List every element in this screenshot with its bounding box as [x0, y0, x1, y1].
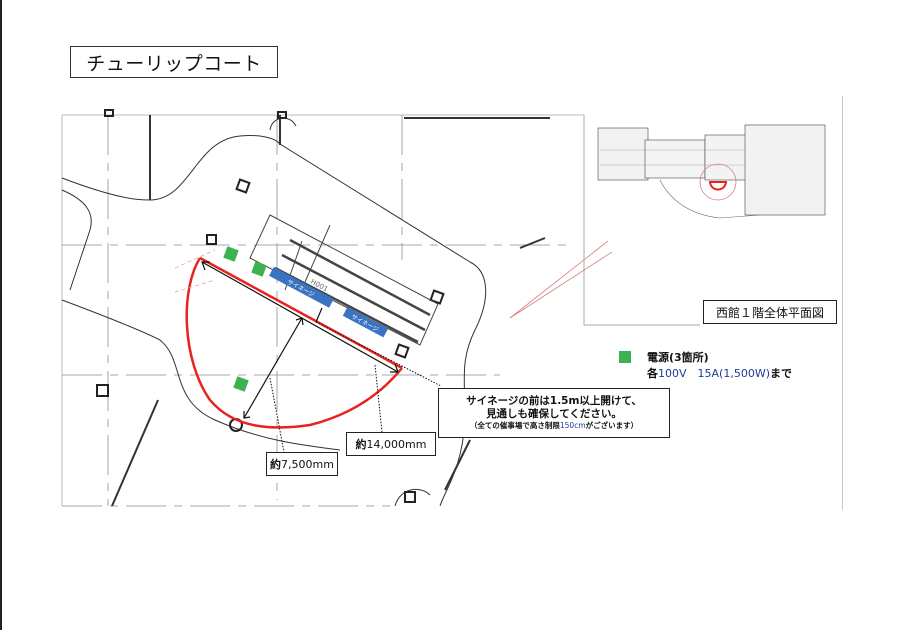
notice-line-1: サイネージの前は1.5m以上開けて、: [466, 395, 642, 408]
inset-map-label: 西館１階全体平面図: [703, 300, 837, 324]
inset-minimap: [597, 124, 826, 219]
event-area-outline: [185, 256, 403, 429]
columns: [96, 109, 445, 503]
notice-line-2: 見通しも確保してください。: [486, 408, 622, 421]
depth-value: 7,500mm: [281, 457, 334, 471]
power-outlet-icon: [233, 376, 249, 392]
walls: [111, 115, 550, 507]
signage-clearance-notice: サイネージの前は1.5m以上開けて、 見通しも確保してください。 （全ての催事場…: [438, 388, 670, 438]
power-outlet-icon: [223, 246, 239, 262]
power-outlet-icon: [251, 261, 267, 277]
page-right-rule: [842, 96, 843, 510]
inset-frame: [583, 115, 700, 326]
depth-prefix: 約: [270, 458, 282, 471]
width-prefix: 約: [355, 438, 367, 451]
power-outlets: [223, 246, 267, 392]
page-left-border: [0, 0, 2, 630]
legend-spec: 各100V 15A(1,500W)まで: [647, 367, 792, 380]
leader-lines: [269, 321, 442, 453]
page-title: チューリップコート: [70, 46, 278, 78]
legend-title: 電源(3箇所): [647, 351, 709, 364]
inset-sight-lines: [509, 240, 613, 319]
grid-lines: [62, 115, 568, 507]
dimension-arrows: [201, 261, 399, 419]
width-value: 14,000mm: [366, 437, 427, 451]
power-swatch-icon: [619, 351, 631, 363]
notice-line-3: （全ての催事場で高さ制限150cmがございます）: [469, 421, 639, 431]
